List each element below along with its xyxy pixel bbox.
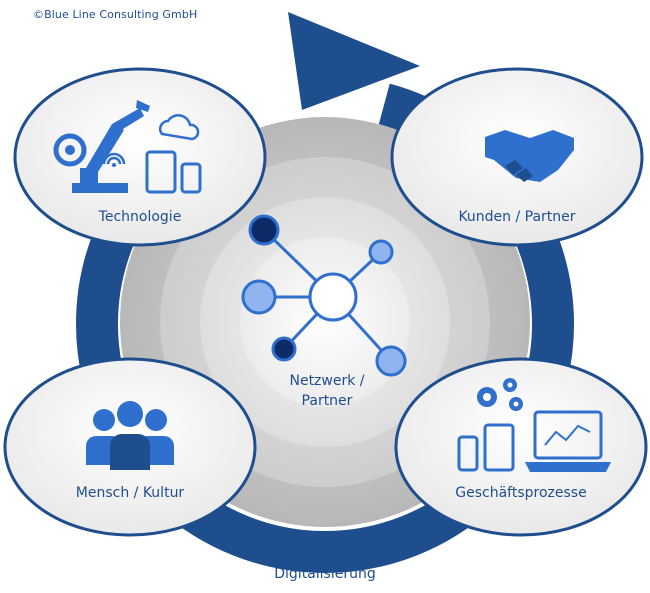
node-label-technology: Technologie bbox=[98, 209, 182, 225]
center-label: Netzwerk / Partner bbox=[280, 371, 374, 411]
node-label-processes: Geschäftsprozesse bbox=[455, 485, 587, 501]
technology-oval bbox=[13, 67, 267, 247]
cycle-arrow bbox=[76, 12, 574, 573]
cycle-arrow-head bbox=[288, 12, 420, 110]
network-icon bbox=[241, 214, 407, 377]
cycle-caption: Digitalisierung bbox=[274, 566, 376, 582]
center-label-line2: Partner bbox=[301, 393, 353, 409]
handshake-icon bbox=[485, 130, 574, 182]
node-label-people: Mensch / Kultur bbox=[75, 485, 185, 501]
technology-icon bbox=[53, 100, 202, 194]
process-oval bbox=[394, 357, 648, 537]
center-label-line1: Netzwerk / bbox=[289, 373, 365, 389]
node-label-customers: Kunden / Partner bbox=[458, 209, 576, 225]
people-icon bbox=[86, 401, 174, 470]
copyright-notice: ©Blue Line Consulting GmbH bbox=[33, 8, 198, 21]
business-process-icon bbox=[457, 378, 611, 472]
